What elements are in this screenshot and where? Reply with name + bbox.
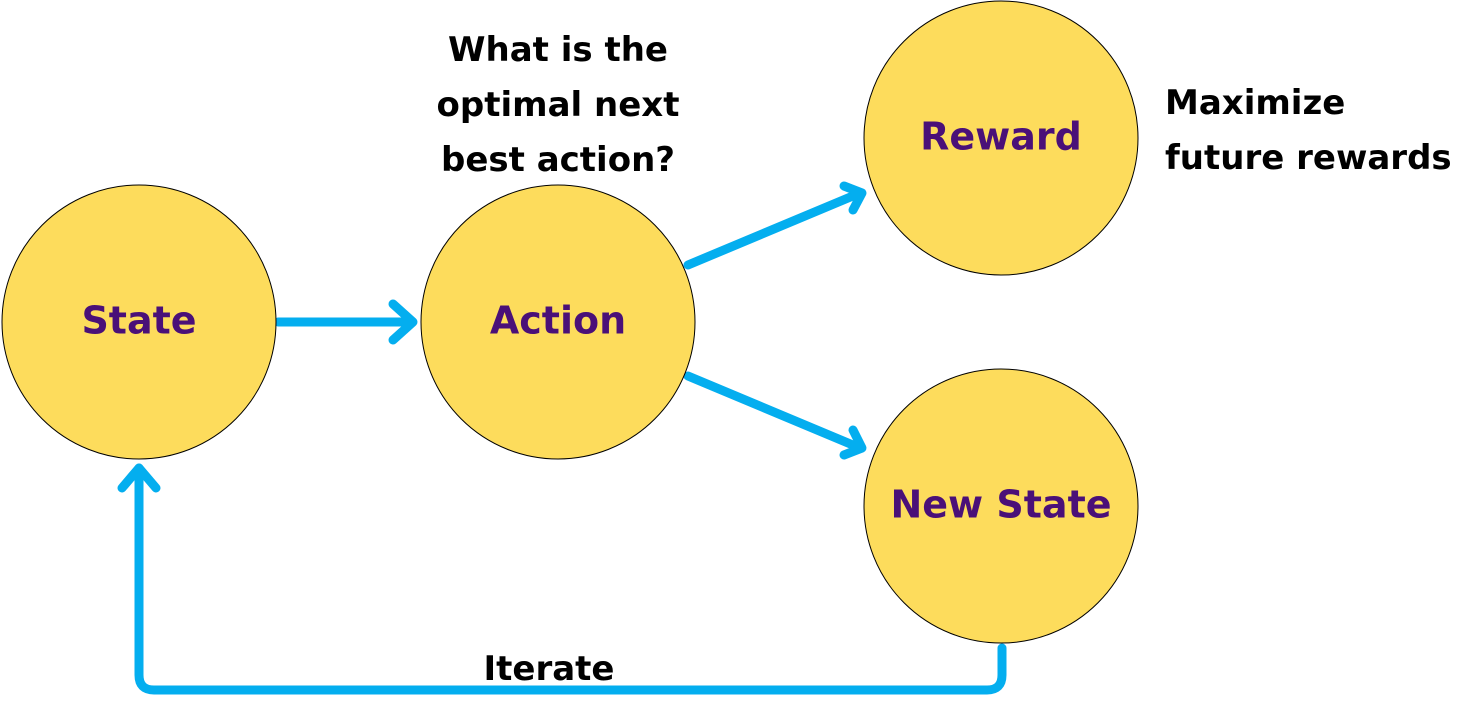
arrow-iterate-loop bbox=[117, 463, 1007, 695]
iterate-label: Iterate bbox=[484, 649, 615, 689]
action-question-note: What is the optimal next best action? bbox=[437, 30, 680, 180]
new-state-label: New State bbox=[890, 483, 1111, 527]
new-state-circle bbox=[863, 368, 1139, 644]
node-action: Action bbox=[420, 184, 696, 460]
arrow-action-to-new-state bbox=[683, 371, 867, 460]
reward-note-line-1: Maximize bbox=[1165, 83, 1345, 123]
state-label: State bbox=[81, 299, 196, 343]
action-circle bbox=[420, 184, 696, 460]
node-state: State bbox=[1, 184, 277, 460]
action-question-line-3: best action? bbox=[441, 140, 675, 180]
arrow-state-to-action bbox=[273, 299, 418, 345]
node-reward: Reward bbox=[863, 0, 1139, 276]
action-question-line-2: optimal next bbox=[437, 85, 680, 125]
reward-note-line-2: future rewards bbox=[1165, 138, 1452, 178]
action-question-line-1: What is the bbox=[448, 30, 668, 70]
action-label: Action bbox=[490, 299, 626, 343]
arrow-action-to-reward bbox=[683, 181, 867, 270]
reward-note: Maximize future rewards bbox=[1165, 83, 1452, 178]
state-circle bbox=[1, 184, 277, 460]
reward-circle bbox=[863, 0, 1139, 276]
node-new-state: New State bbox=[863, 368, 1139, 644]
reward-label: Reward bbox=[920, 115, 1082, 159]
